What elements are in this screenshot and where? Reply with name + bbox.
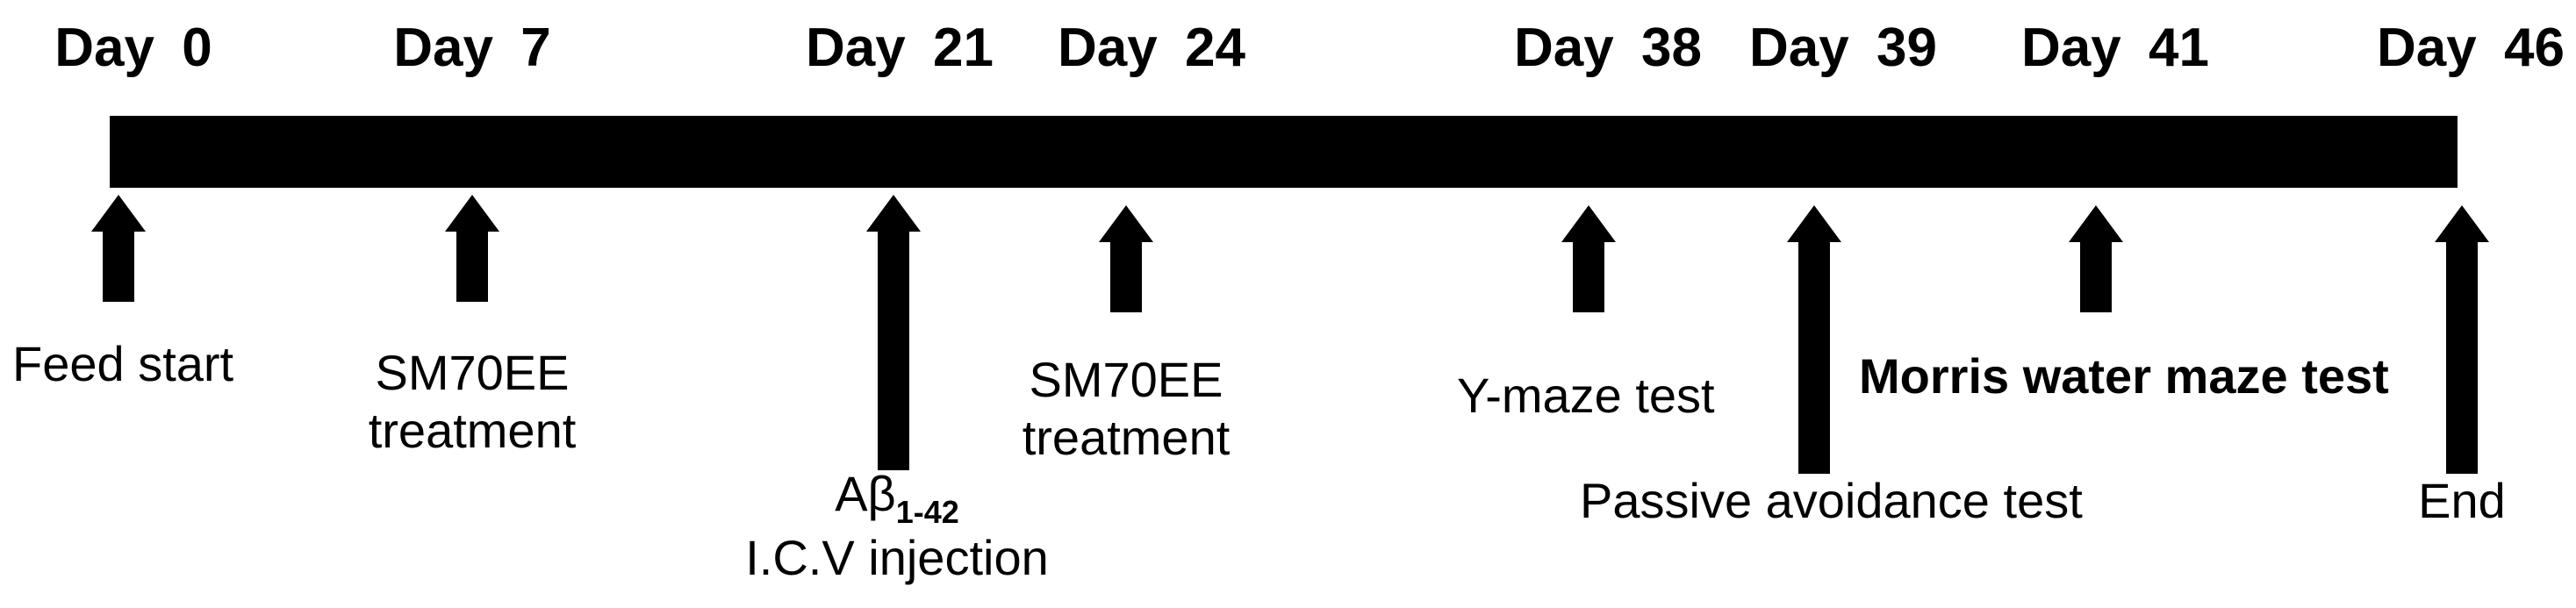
label-sm70ee-treatment-2: SM70EE treatment xyxy=(1023,351,1231,467)
label-passive-avoidance-test: Passive avoidance test xyxy=(1580,473,2083,528)
label-y-maze-test: Y-maze test xyxy=(1457,368,1715,423)
arrow-up-icon-day-7 xyxy=(445,195,499,302)
timeline-bar xyxy=(110,116,2458,188)
day-label-38: Day 38 xyxy=(1514,18,1702,78)
abeta-main: Aβ xyxy=(835,466,896,521)
abeta-subscript: 1-42 xyxy=(895,494,959,530)
arrow-up-icon-day-38 xyxy=(1561,205,1616,312)
label-sm70ee-1-line1: SM70EE xyxy=(375,345,570,400)
day-label-0: Day 0 xyxy=(54,18,212,78)
label-sm70ee-1-line2: treatment xyxy=(368,403,577,458)
label-end: End xyxy=(2418,473,2506,528)
label-icv-injection: I.C.V injection xyxy=(745,530,1049,585)
day-label-46: Day 46 xyxy=(2377,18,2565,78)
arrow-up-icon-day-39 xyxy=(1787,205,1841,474)
arrow-up-icon-day-21 xyxy=(866,195,921,470)
label-sm70ee-treatment-1: SM70EE treatment xyxy=(369,344,577,460)
day-label-24: Day 24 xyxy=(1058,18,1245,78)
label-sm70ee-2-line1: SM70EE xyxy=(1029,352,1223,407)
label-abeta-injection: Aβ1-42 I.C.V injection xyxy=(745,465,1049,587)
day-label-41: Day 41 xyxy=(2021,18,2209,78)
arrow-up-icon-day-0 xyxy=(91,195,146,302)
label-morris-water-maze-test: Morris water maze test xyxy=(1859,348,2389,404)
label-sm70ee-2-line2: treatment xyxy=(1022,410,1231,465)
label-feed-start: Feed start xyxy=(12,336,234,391)
arrow-up-icon-day-24 xyxy=(1099,205,1153,312)
day-label-21: Day 21 xyxy=(806,18,994,78)
day-label-39: Day 39 xyxy=(1749,18,1937,78)
label-abeta: Aβ1-42 xyxy=(745,465,1049,530)
arrow-up-icon-day-46 xyxy=(2435,205,2489,474)
day-label-7: Day 7 xyxy=(393,18,551,78)
arrow-up-icon-day-41 xyxy=(2069,205,2123,312)
